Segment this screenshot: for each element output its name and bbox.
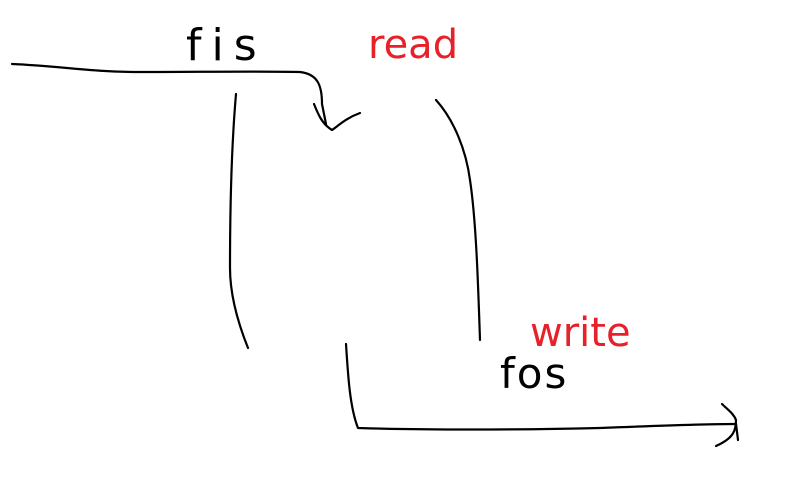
read-label: read: [368, 22, 458, 68]
input-stream-label: fis: [186, 20, 267, 71]
output-stream-line: [344, 342, 738, 431]
write-label: write: [530, 310, 631, 356]
output-arrowhead-icon: [714, 402, 738, 448]
left-vertical-line: [228, 92, 250, 350]
output-stream-label: fos: [500, 349, 568, 398]
input-stream-line: [10, 62, 328, 126]
arrow-tip-bracket: [734, 422, 740, 442]
read-arrowhead-icon: [312, 102, 362, 132]
right-vertical-line: [434, 98, 482, 342]
